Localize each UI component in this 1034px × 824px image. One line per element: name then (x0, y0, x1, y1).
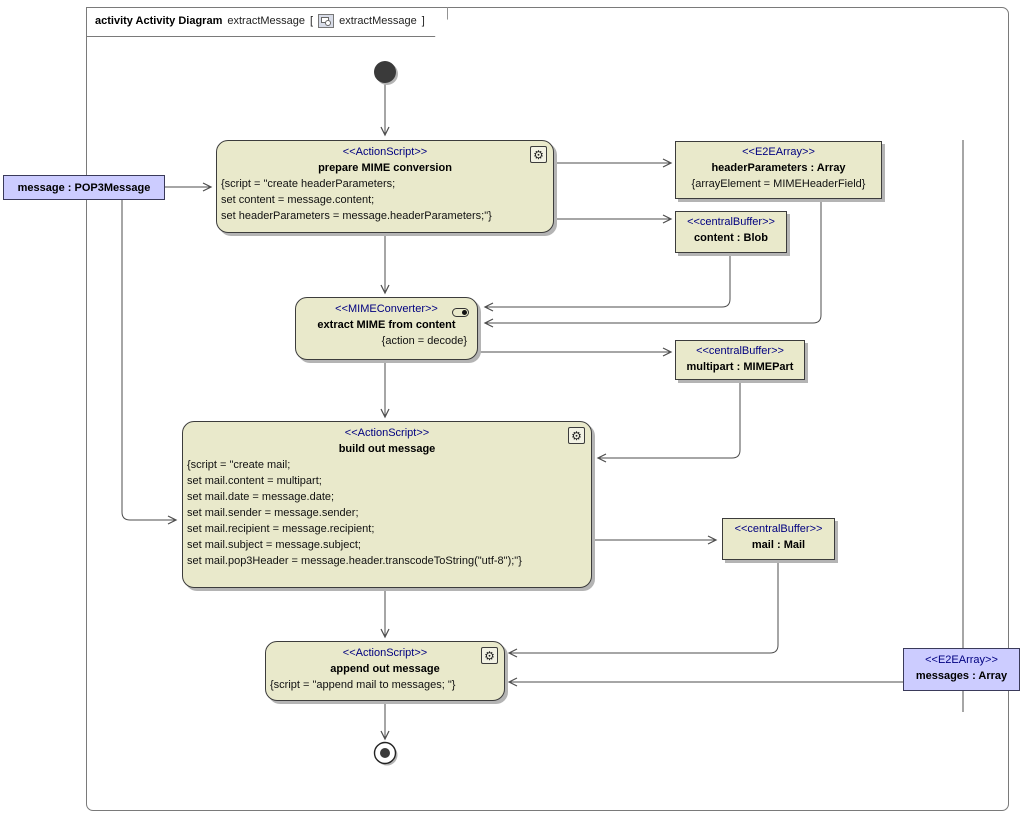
script-line: set mail.date = message.date; (187, 491, 335, 503)
gear-glyph: ⚙ (571, 428, 582, 443)
gear-glyph: ⚙ (533, 147, 544, 162)
param-name: message : POP3Message (17, 181, 151, 194)
stereotype-label: <<ActionScript>> (344, 427, 430, 439)
object-name: multipart : MIMEPart (686, 361, 794, 373)
param-name: messages : Array (915, 670, 1008, 682)
stereotype-label: <<E2EArray>> (925, 654, 998, 666)
bracket-close: ] (421, 15, 425, 27)
diagram-kind-label: activity Activity Diagram (95, 15, 223, 27)
object-node-mail-mail[interactable]: <<centralBuffer>> mail : Mail (722, 518, 835, 560)
object-node-content-blob[interactable]: <<centralBuffer>> content : Blob (675, 211, 787, 253)
script-line: {script = "create headerParameters; (221, 178, 396, 190)
gear-icon: ⚙ (568, 427, 585, 444)
diagram-ref-name: extractMessage (339, 15, 417, 27)
action-name: prepare MIME conversion (318, 162, 452, 174)
stereotype-label: <<E2EArray>> (742, 146, 815, 158)
script-line: {script = "create mail; (187, 459, 291, 471)
stereotype-label: <<MIMEConverter>> (335, 303, 438, 315)
bracket-open: [ (310, 15, 314, 27)
object-name: headerParameters : Array (711, 162, 846, 174)
param-node-messages-array[interactable]: <<E2EArray>> messages : Array (903, 648, 1020, 691)
action-extract-mime-from-content[interactable]: <<MIMEConverter>> extract MIME from cont… (295, 297, 478, 360)
gear-glyph: ⚙ (484, 648, 495, 663)
diagram-title-tab[interactable]: activity Activity Diagram extractMessage… (86, 7, 448, 37)
stereotype-label: <<centralBuffer>> (734, 523, 823, 535)
gear-icon: ⚙ (530, 146, 547, 163)
object-name: mail : Mail (751, 539, 806, 551)
param-node-message-pop3message[interactable]: message : POP3Message (3, 175, 165, 200)
action-name: append out message (330, 663, 440, 675)
converter-icon (452, 308, 469, 317)
script-line: set mail.recipient = message.recipient; (187, 523, 375, 535)
stereotype-label: <<ActionScript>> (342, 647, 428, 659)
script-line: set content = message.content; (221, 194, 375, 206)
script-line: set mail.subject = message.subject; (187, 539, 361, 551)
constraint-label: {arrayElement = MIMEHeaderField} (691, 178, 866, 190)
object-name: content : Blob (694, 232, 768, 244)
object-node-headerparameters-array[interactable]: <<E2EArray>> headerParameters : Array {a… (675, 141, 882, 199)
action-prepare-mime-conversion[interactable]: <<ActionScript>> prepare MIME conversion… (216, 140, 554, 233)
script-line: set mail.content = multipart; (187, 475, 322, 487)
stereotype-label: <<ActionScript>> (342, 146, 428, 158)
action-append-out-message[interactable]: <<ActionScript>> append out message ⚙ {s… (265, 641, 505, 701)
gear-icon: ⚙ (481, 647, 498, 664)
object-node-multipart-mimepart[interactable]: <<centralBuffer>> multipart : MIMEPart (675, 340, 805, 380)
action-name: extract MIME from content (317, 319, 456, 331)
activity-diagram-icon (318, 14, 334, 28)
action-build-out-message[interactable]: <<ActionScript>> build out message ⚙ {sc… (182, 421, 592, 588)
constraint-label: {action = decode} (381, 335, 467, 347)
diagram-name: extractMessage (227, 15, 306, 27)
stereotype-label: <<centralBuffer>> (696, 345, 784, 357)
stereotype-label: <<centralBuffer>> (687, 216, 775, 228)
script-line: set mail.sender = message.sender; (187, 507, 359, 519)
script-line: {script = "append mail to messages; "} (270, 679, 456, 691)
script-line: set headerParameters = message.headerPar… (221, 210, 492, 222)
script-line: set mail.pop3Header = message.header.tra… (187, 555, 522, 567)
action-name: build out message (338, 443, 436, 455)
activity-frame (86, 7, 1009, 811)
converter-icon-dot (462, 310, 467, 315)
